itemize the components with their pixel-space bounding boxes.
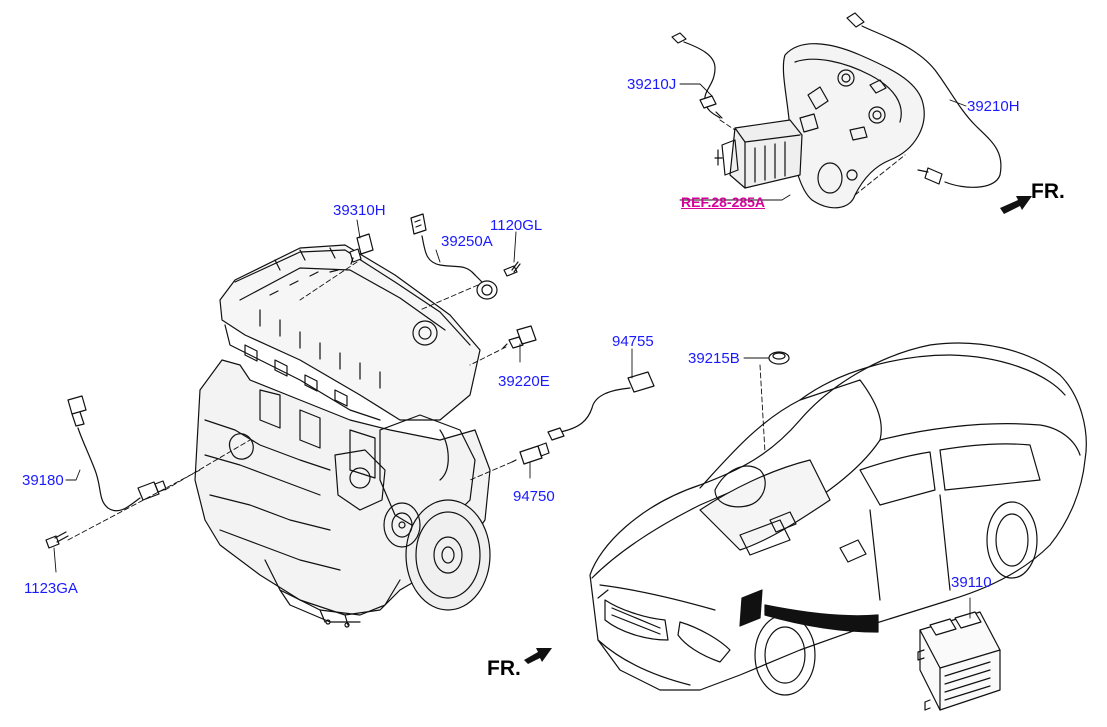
part-label-39210J[interactable]: 39210J [627, 76, 677, 93]
cam-position-sensor-drawing [349, 233, 374, 265]
exhaust-locator-lines [719, 119, 906, 196]
exhaust-manifold-drawing [714, 43, 925, 209]
part-label-39310H[interactable]: 39310H [333, 202, 386, 219]
leader-lines [53, 83, 971, 619]
ecm-module-drawing [917, 611, 1001, 711]
part-label-1120GL[interactable]: 1120GL [490, 217, 543, 234]
part-label-1123GA[interactable]: 1123GA [24, 580, 78, 597]
part-label-39110[interactable]: 39110 [951, 574, 992, 591]
front-direction-label-top: FR. [1031, 180, 1065, 203]
reference-label-28-285A[interactable]: REF.28-285A [681, 194, 766, 210]
coolant-temp-sensor-drawing [502, 325, 537, 349]
engine-block-drawing [194, 244, 491, 628]
grommet-drawing [768, 351, 790, 365]
part-label-39220E[interactable]: 39220E [498, 373, 550, 390]
bolt-1123GA-drawing [45, 531, 69, 549]
oil-pressure-switch-drawing [511, 442, 550, 465]
bolt-1120GL-drawing [503, 261, 521, 277]
part-label-39210H[interactable]: 39210H [967, 98, 1020, 115]
part-label-94755[interactable]: 94755 [612, 333, 654, 350]
ecm-location-marker [739, 589, 879, 633]
oxygen-sensor-front-drawing [671, 32, 723, 119]
part-label-39250A[interactable]: 39250A [441, 233, 493, 250]
knock-sensor-drawing [410, 213, 498, 300]
front-direction-arrows [524, 196, 1032, 664]
oil-pressure-harness-drawing [547, 371, 655, 441]
part-label-39215B[interactable]: 39215B [688, 350, 740, 367]
part-label-94750[interactable]: 94750 [513, 488, 555, 505]
crank-sensor-harness-drawing [67, 395, 167, 512]
oxygen-sensor-rear-drawing [846, 12, 1002, 188]
part-label-39180[interactable]: 39180 [22, 472, 64, 489]
vehicle-drawing [589, 342, 1087, 696]
front-direction-label-bottom: FR. [487, 657, 521, 680]
